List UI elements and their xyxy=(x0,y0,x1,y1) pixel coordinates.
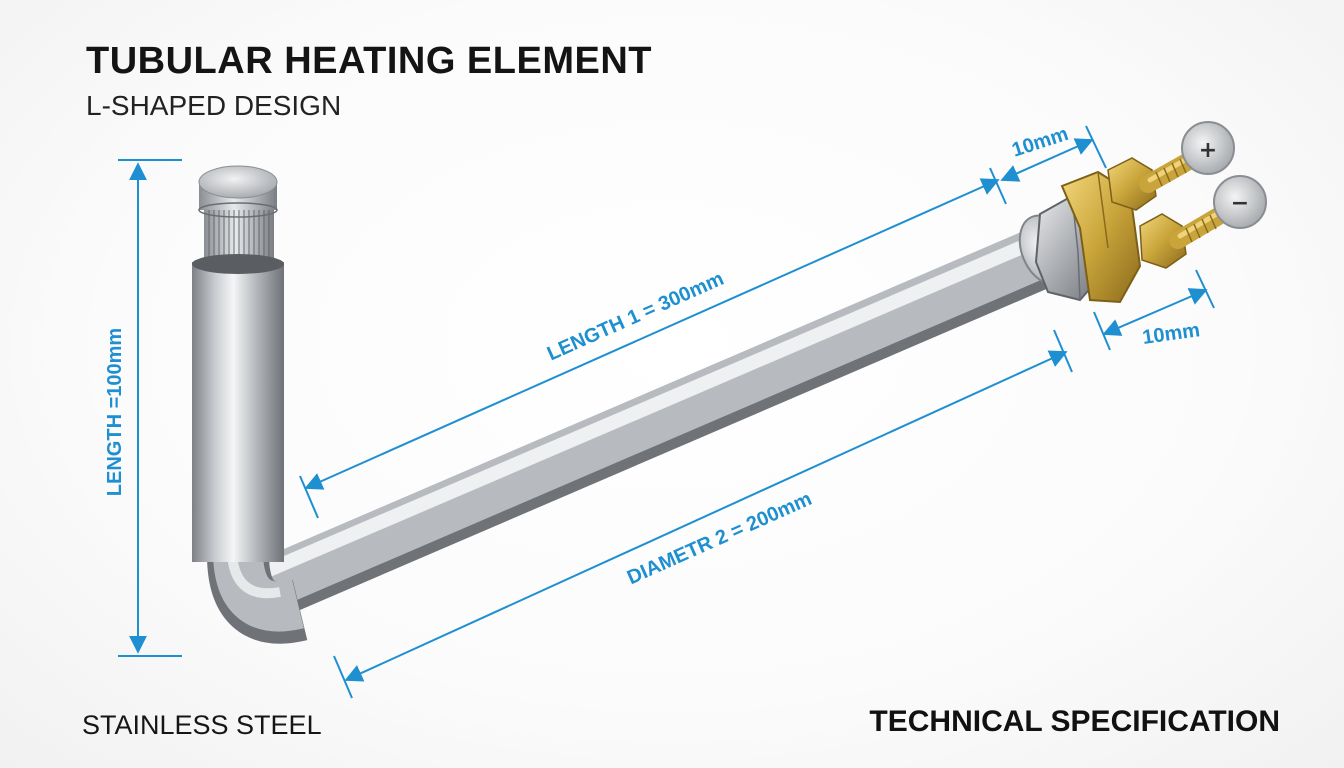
page-subtitle: L-SHAPED DESIGN xyxy=(86,90,342,121)
negative-ring-lug xyxy=(1213,175,1267,229)
spec-label: TECHNICAL SPECIFICATION xyxy=(869,705,1280,738)
terminal-assembly: + − xyxy=(1060,121,1267,304)
diameter2-extension-right xyxy=(1053,329,1073,373)
diameter2-extension-left xyxy=(333,655,353,699)
terminal-bottom-label: 10mm xyxy=(1141,319,1201,349)
end-cap-bottom-edge xyxy=(198,202,278,218)
tube-top-rim xyxy=(192,254,284,274)
material-label: STAINLESS STEEL xyxy=(82,710,322,740)
diameter2-dimension-line xyxy=(344,350,1068,682)
terminal-bottom-dimension-line xyxy=(1102,288,1208,336)
positive-ring-lug xyxy=(1181,121,1235,175)
length1-extension-left xyxy=(299,475,319,519)
length1-extension-right xyxy=(989,167,1007,205)
tube-elbow-highlight xyxy=(227,554,281,599)
end-cap-top xyxy=(198,165,278,199)
vertical-length-label: LENGTH =100mm xyxy=(104,328,126,496)
positive-nut xyxy=(1107,157,1157,211)
negative-symbol: − xyxy=(1231,191,1249,216)
tube-diagonal-highlight xyxy=(259,235,1037,580)
terminal-top-extension xyxy=(1085,125,1107,169)
positive-symbol: + xyxy=(1199,138,1217,163)
terminal-top-dimension-line xyxy=(1000,138,1094,182)
dimension-lines xyxy=(118,125,1215,699)
negative-terminal: − xyxy=(1139,175,1267,269)
diameter2-label: DIAMETR 2 = 200mm xyxy=(624,488,815,589)
terminal-top-label: 10mm xyxy=(1009,123,1071,162)
terminal-bottom-extension-right xyxy=(1195,269,1215,309)
tube-vertical xyxy=(192,262,284,562)
page-title: TUBULAR HEATING ELEMENT xyxy=(86,40,652,82)
terminal-bottom-extension-left xyxy=(1093,311,1111,351)
length1-label: LENGTH 1 = 300mm xyxy=(544,268,727,366)
tube xyxy=(192,165,1110,644)
negative-nut xyxy=(1139,213,1187,269)
positive-terminal: + xyxy=(1107,121,1235,211)
